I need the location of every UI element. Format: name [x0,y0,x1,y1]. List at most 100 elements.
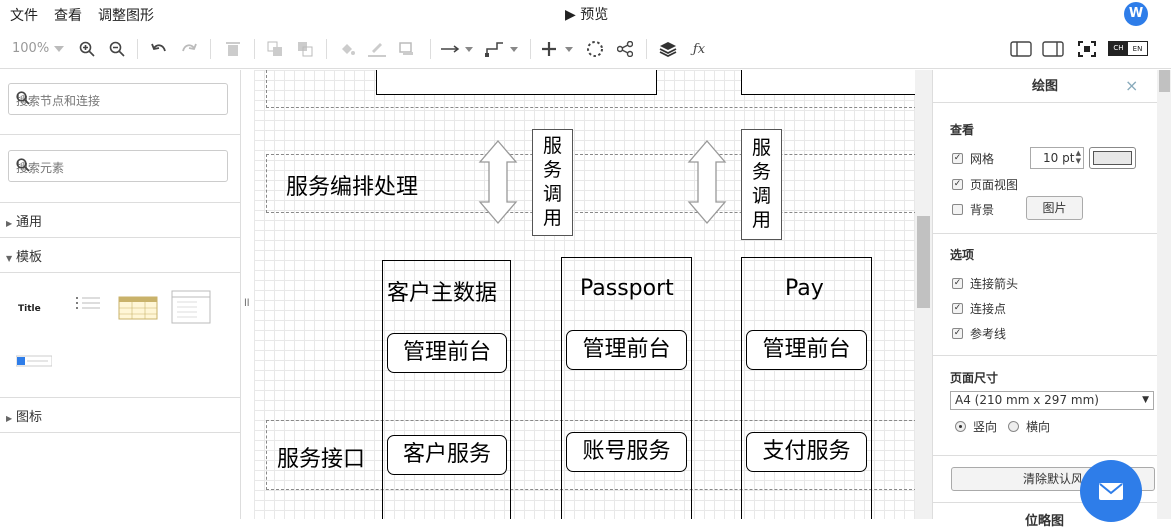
section-templates[interactable]: ▼模板 [6,246,42,265]
page-view-checkbox[interactable]: ✓页面视图 [952,176,1018,193]
guides-checkbox[interactable]: ✓参考线 [952,325,1006,342]
column-passport[interactable] [561,257,692,519]
menu-arrange[interactable]: 调整图形 [98,8,154,24]
zoom-level[interactable]: 100% [12,41,50,56]
close-icon[interactable]: × [1125,76,1139,95]
undo-icon[interactable] [148,37,170,61]
options-heading: 选项 [950,248,975,262]
background-label: 背景 [970,203,995,217]
service-box-passport[interactable]: 账号服务 [566,432,687,472]
service-call-box-2[interactable]: 服 务 调 用 [741,129,782,240]
format-panel-left-icon[interactable] [1008,37,1034,61]
connection-points-checkbox[interactable]: ✓连接点 [952,300,1006,317]
template-title[interactable]: Title [18,296,58,316]
lang-en[interactable]: EN [1132,44,1143,53]
service-box-pay[interactable]: 支付服务 [746,432,867,472]
insert-icon[interactable] [540,37,576,61]
language-toggle[interactable]: CH EN [1108,41,1148,56]
toolbar-divider [430,39,431,59]
grid-checkbox[interactable]: ✓ 网格 [952,150,994,167]
search-icon[interactable] [16,158,221,175]
lang-ch[interactable]: CH [1109,42,1128,55]
template-list[interactable] [74,294,104,316]
template-container[interactable] [171,290,211,324]
portrait-radio[interactable]: 竖向 [955,418,997,435]
radio-unselected[interactable] [1008,421,1019,432]
double-arrow-2[interactable] [687,140,727,224]
line-color-icon[interactable] [366,37,388,61]
chevron-down-icon: ▼ [1142,395,1149,405]
grid-size-input[interactable]: 10 pt ▲▼ [1030,147,1084,169]
menu-file[interactable]: 文件 [10,8,38,24]
share-icon[interactable] [614,37,636,61]
section-templates-label: 模板 [16,250,43,265]
panel-splitter[interactable]: ll [244,298,250,309]
lane-api[interactable] [266,420,915,490]
menu-view[interactable]: 查看 [54,8,82,24]
radio-selected[interactable] [955,421,966,432]
top-box-2[interactable] [741,70,915,95]
background-checkbox[interactable]: 背景 [952,201,994,218]
spinner-icon[interactable] [584,37,606,61]
canvas-scrollbar[interactable] [915,70,932,519]
preview-button[interactable]: ▶ 预览 [565,7,609,23]
diagram-canvas[interactable]: 服务编排处理 服 务 调 用 服 务 调 用 服务接口 客户主数据 Passpo… [254,70,915,519]
section-icons[interactable]: ▶图标 [6,406,42,425]
delete-icon[interactable] [222,37,244,61]
checkbox-checked[interactable]: ✓ [952,278,963,289]
connection-arrows-checkbox[interactable]: ✓连接箭头 [952,275,1018,292]
zoom-dropdown-icon[interactable] [52,37,66,61]
connection-style-icon[interactable] [440,37,474,61]
chevron-down-icon: ▼ [6,254,13,263]
top-box-1[interactable] [376,70,657,95]
lane-top[interactable] [266,70,915,108]
column-pay[interactable] [741,257,872,519]
image-button[interactable]: 图片 [1026,196,1083,220]
page-size-select[interactable]: A4 (210 mm x 297 mm) ▼ [950,391,1154,410]
stepper-icon[interactable]: ▲▼ [1075,149,1081,165]
service-call-box-1[interactable]: 服 务 调 用 [532,129,573,236]
feedback-button[interactable] [1080,460,1142,522]
format-panel-scrollbar[interactable] [1157,70,1171,519]
to-front-icon[interactable] [264,37,286,61]
avatar[interactable]: W [1124,2,1148,26]
checkbox-checked[interactable]: ✓ [952,328,963,339]
layers-icon[interactable] [656,37,680,61]
divider [0,237,241,238]
lane-orchestration[interactable] [266,154,915,213]
checkbox-unchecked[interactable] [952,204,963,215]
checkbox-checked[interactable]: ✓ [952,153,963,164]
zoom-out-icon[interactable] [106,37,128,61]
service-box-customer[interactable]: 客户服务 [387,435,507,475]
search-icon[interactable] [16,91,221,108]
section-general[interactable]: ▶通用 [6,211,42,230]
fullscreen-icon[interactable] [1074,37,1100,61]
scrollbar-thumb[interactable] [917,216,930,308]
toolbar: 100% ƒx CH [0,29,1171,69]
column-customer-title: 客户主数据 [387,281,498,306]
admin-box-pay[interactable]: 管理前台 [746,330,867,370]
zoom-in-icon[interactable] [76,37,98,61]
template-table[interactable] [118,296,158,320]
search-elements-input[interactable]: 搜索元素 [8,150,228,182]
template-collapsible[interactable] [15,352,53,367]
shadow-icon[interactable] [396,37,418,61]
search-nodes-input[interactable]: 搜索节点和连接 [8,83,228,115]
landscape-radio[interactable]: 横向 [1008,418,1050,435]
redo-icon[interactable] [178,37,200,61]
format-panel-right-icon[interactable] [1040,37,1066,61]
formula-icon[interactable]: ƒx [692,41,706,57]
admin-box-customer[interactable]: 管理前台 [387,333,507,373]
grid-color-button[interactable] [1089,147,1136,169]
scrollbar-thumb[interactable] [1159,70,1170,92]
admin-box-passport[interactable]: 管理前台 [566,330,687,370]
column-customer[interactable] [382,260,511,519]
checkbox-checked[interactable]: ✓ [952,179,963,190]
to-back-icon[interactable] [294,37,316,61]
double-arrow-1[interactable] [478,140,518,224]
checkbox-checked[interactable]: ✓ [952,303,963,314]
service-call-char: 用 [751,209,771,231]
waypoints-icon[interactable] [484,37,520,61]
fill-color-icon[interactable] [336,37,358,61]
grid-label: 网格 [970,152,995,166]
